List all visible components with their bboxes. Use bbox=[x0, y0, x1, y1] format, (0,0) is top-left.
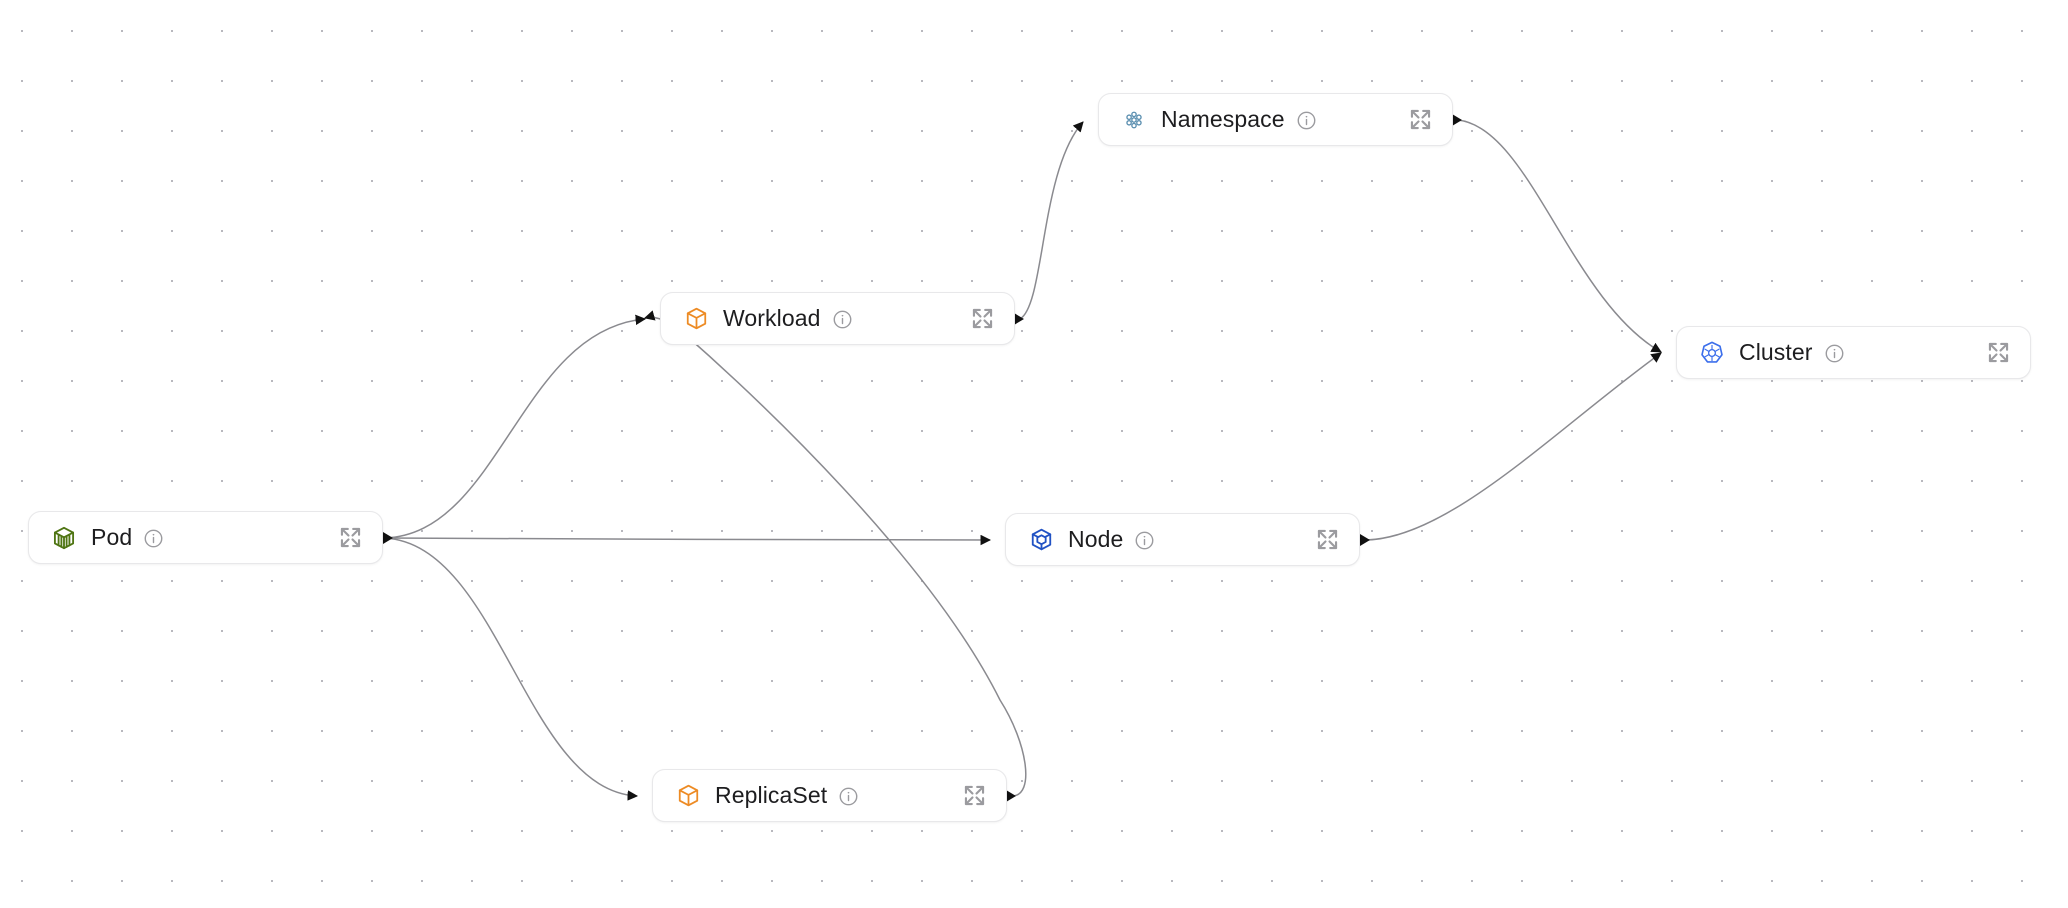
graph-node-namespace[interactable]: Namespace bbox=[1098, 93, 1453, 146]
edge-pod-node bbox=[384, 534, 992, 546]
info-icon[interactable] bbox=[1134, 530, 1155, 551]
expand-icon[interactable] bbox=[961, 782, 988, 809]
expand-icon[interactable] bbox=[337, 524, 364, 551]
info-icon[interactable] bbox=[143, 528, 164, 549]
info-icon[interactable] bbox=[1296, 110, 1317, 131]
replicaset-cube-icon bbox=[675, 783, 701, 809]
node-label-pod: Pod bbox=[91, 524, 133, 550]
node-label-node: Node bbox=[1068, 526, 1124, 552]
edge-pod-workload bbox=[384, 314, 647, 539]
workload-cube-icon bbox=[683, 306, 709, 332]
expand-icon[interactable] bbox=[969, 305, 996, 332]
edge-pod-replicaset bbox=[384, 537, 639, 801]
edge-namespace-cluster bbox=[1457, 119, 1662, 353]
edge-node-cluster bbox=[1365, 352, 1662, 541]
graph-node-replicaset[interactable]: ReplicaSet bbox=[652, 769, 1007, 822]
graph-node-node[interactable]: Node bbox=[1005, 513, 1360, 566]
node-label-workload: Workload bbox=[723, 305, 821, 331]
node-cube-icon bbox=[1028, 527, 1054, 553]
node-label-cluster: Cluster bbox=[1739, 339, 1813, 365]
info-icon[interactable] bbox=[838, 786, 859, 807]
expand-icon[interactable] bbox=[1314, 526, 1341, 553]
kubernetes-wheel-icon bbox=[1699, 340, 1725, 366]
graph-node-cluster[interactable]: Cluster bbox=[1676, 326, 2031, 379]
info-icon[interactable] bbox=[1824, 343, 1845, 364]
node-label-replicaset: ReplicaSet bbox=[715, 782, 828, 808]
namespace-circles-icon bbox=[1121, 107, 1147, 133]
source-handle-markers bbox=[383, 114, 1462, 802]
edge-replicaset-workload bbox=[643, 310, 1027, 797]
info-icon[interactable] bbox=[832, 309, 853, 330]
graph-node-workload[interactable]: Workload bbox=[660, 292, 1015, 345]
expand-icon[interactable] bbox=[1985, 339, 2012, 366]
graph-node-pod[interactable]: Pod bbox=[28, 511, 383, 564]
edge-workload-namespace bbox=[1019, 121, 1084, 320]
expand-icon[interactable] bbox=[1407, 106, 1434, 133]
node-label-namespace: Namespace bbox=[1161, 106, 1285, 132]
pod-cube-icon bbox=[51, 525, 77, 551]
